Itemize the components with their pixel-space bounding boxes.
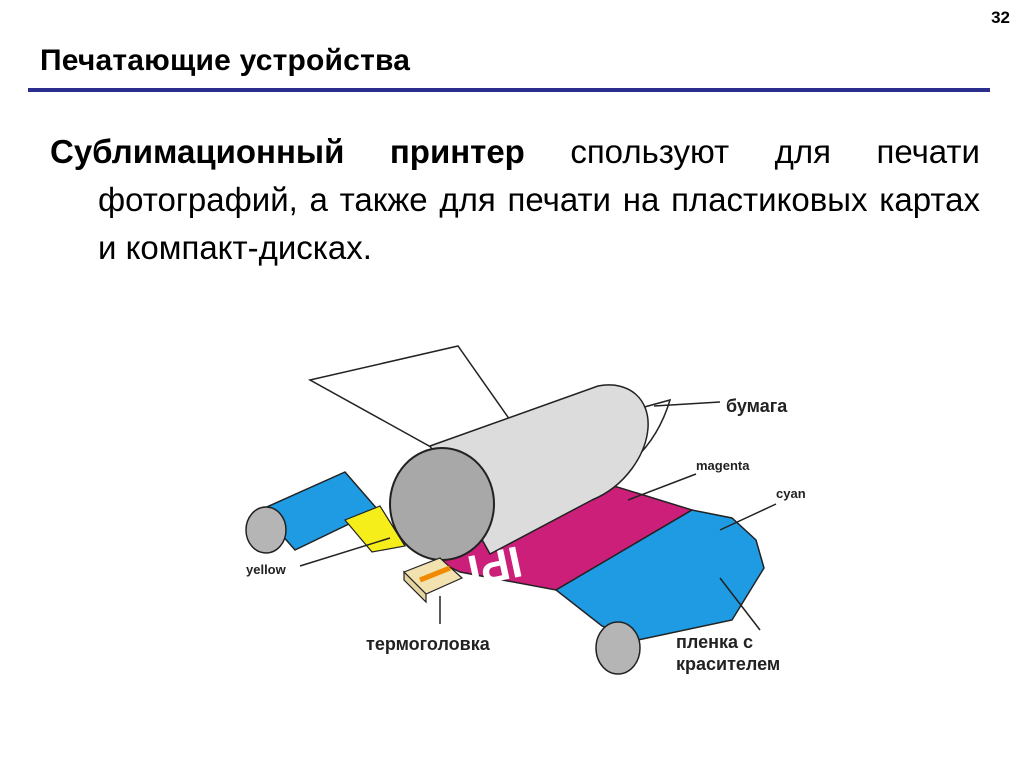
- thermal-head-front: [403, 570, 427, 604]
- sublimation-printer-diagram: IPI IPI бумага magenta cyan yellow: [200, 340, 840, 690]
- label-yellow: yellow: [246, 562, 287, 577]
- label-paper: бумага: [726, 396, 788, 416]
- leader-magenta: [627, 473, 697, 501]
- diagram-svg: IPI IPI бумага magenta cyan yellow: [245, 345, 806, 675]
- body-paragraph: Сублимационный принтер спользуют для печ…: [50, 128, 980, 272]
- body-term: Сублимационный принтер: [50, 133, 525, 170]
- ribbon-yellow: [344, 505, 406, 553]
- leader-paper: [653, 401, 721, 407]
- body-text: спользуют для печати фотографий, а также…: [98, 133, 980, 266]
- label-dye-film-line1: пленка с: [676, 632, 753, 652]
- label-magenta: magenta: [696, 458, 750, 473]
- thermal-head-element: [419, 565, 451, 583]
- title-underline: [28, 88, 990, 92]
- label-dye-film-line2: красителем: [676, 654, 780, 674]
- label-thermal-head: термоголовка: [366, 634, 491, 654]
- front-roller: [595, 621, 641, 675]
- left-roller: [245, 506, 287, 554]
- leader-cyan: [719, 503, 777, 531]
- leader-yellow: [299, 537, 391, 567]
- label-cyan: cyan: [776, 486, 806, 501]
- leader-dye-film: [719, 577, 761, 631]
- slide-title: Печатающие устройства: [40, 44, 411, 77]
- main-drum-end: [389, 447, 495, 561]
- page-number: 32: [991, 8, 1010, 27]
